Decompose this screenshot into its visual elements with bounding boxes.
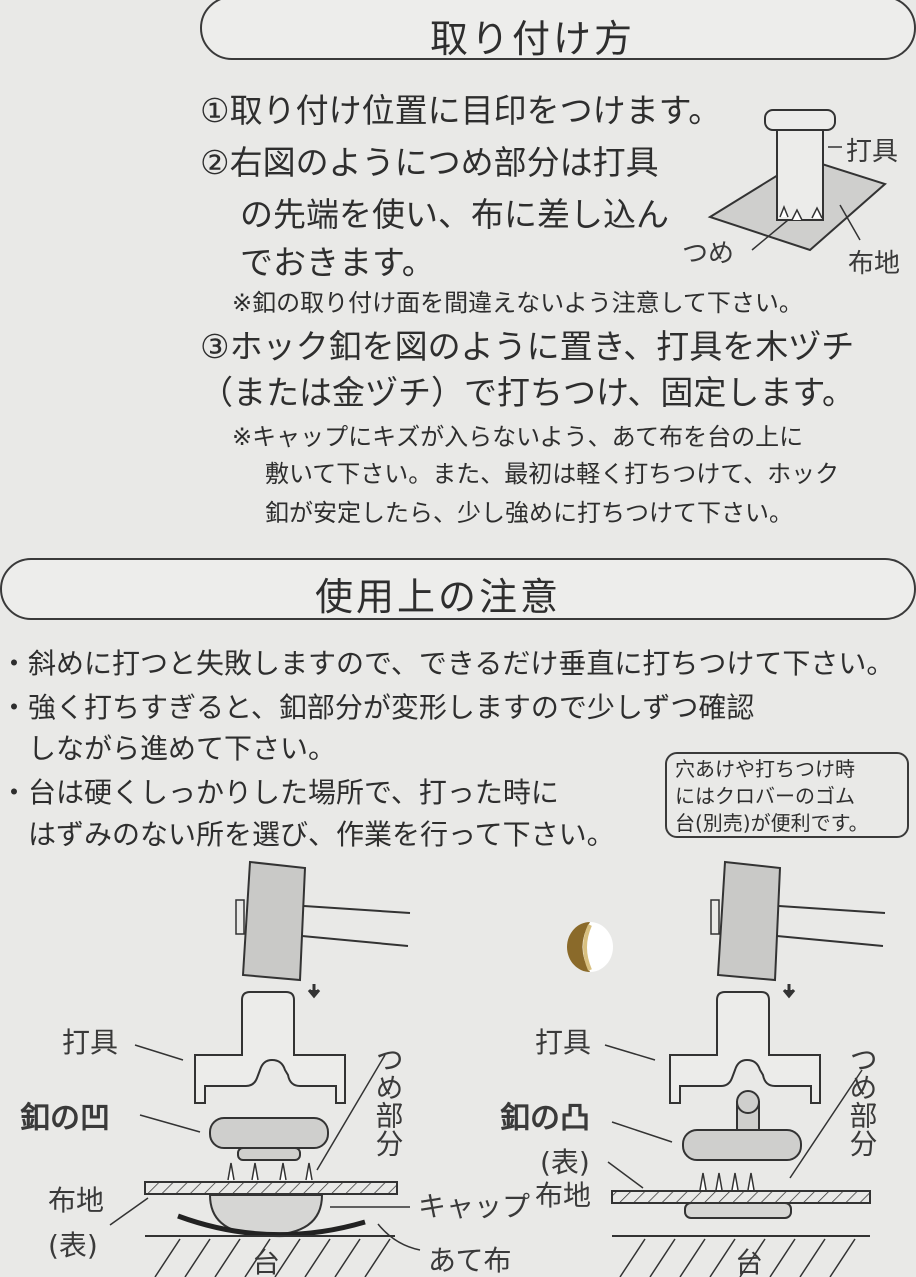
note-2-line2: 敷いて下さい。また、最初は軽く打ちつけて、ホック xyxy=(265,460,840,488)
label-fabric: 布地 xyxy=(48,1184,104,1217)
label-face: (表) xyxy=(540,1146,590,1179)
arrow-down-icon xyxy=(782,984,796,999)
section-header-caution xyxy=(0,558,916,620)
tool-figure: 打具 つめ 布地 xyxy=(682,109,900,279)
tip-line: にはクロバーのゴム xyxy=(675,784,855,808)
section-title-attach: 取り付け方 xyxy=(430,17,636,61)
arrow-down-icon xyxy=(307,984,321,999)
label-fabric: 布地 xyxy=(535,1179,591,1212)
step-3-cont: （または金ヅチ）で打ちつけ、固定します。 xyxy=(200,373,856,412)
section-title-caution: 使用上の注意 xyxy=(315,575,562,619)
label-button-male: 釦の凸 xyxy=(500,1101,590,1136)
diagram-right: 打具 釦の凸 つめ部分 (表) 布地 台 xyxy=(500,860,886,1277)
note-2-line1: ※キャップにキズが入らないよう、あて布を台の上に xyxy=(232,423,804,451)
caution-2: ・強く打ちすぎると、釦部分が変形しますので少しずつ確認 xyxy=(0,691,755,724)
step-2-cont2: でおきます。 xyxy=(240,243,435,282)
step-2: ②右図のようにつめ部分は打具 xyxy=(200,143,659,182)
caution-3: ・台は硬くしっかりした場所で、打った時に xyxy=(0,776,559,809)
label-button-female: 釦の凹 xyxy=(20,1101,110,1136)
label-base: 台 xyxy=(735,1246,763,1277)
label-base: 台 xyxy=(252,1246,280,1277)
caution-3-cont: はずみのない所を選び、作業を行って下さい。 xyxy=(0,818,615,851)
tip-box: 穴あけや打ちつけ時 にはクロバーのゴム 台(別売)が便利です。 xyxy=(665,752,909,838)
hammer-icon xyxy=(235,860,411,982)
label-claw: つめ部分 xyxy=(372,1045,405,1157)
tip-line: 台(別売)が便利です。 xyxy=(675,811,869,835)
caution-2-cont: しながら進めて下さい。 xyxy=(0,732,337,765)
label-tool: 打具 xyxy=(846,137,898,167)
diagrams: 打具 釦の凹 つめ部分 布地 (表) キャップ あて布 台 xyxy=(20,860,886,1277)
label-tool: 打具 xyxy=(535,1026,591,1059)
tip-line: 穴あけや打ちつけ時 xyxy=(675,757,855,781)
step-2-cont: の先端を使い、布に差し込ん xyxy=(240,195,669,234)
note-1: ※釦の取り付け面を間違えないよう注意して下さい。 xyxy=(232,289,803,317)
caution-1: ・斜めに打つと失敗しますので、できるだけ垂直に打ちつけて下さい。 xyxy=(0,647,895,680)
step-1: ①取り付け位置に目印をつけます。 xyxy=(200,91,722,130)
label-fabric: 布地 xyxy=(848,249,900,279)
note-2-line3: 釦が安定したら、少し強めに打ちつけて下さい。 xyxy=(265,499,793,527)
label-pad: あて布 xyxy=(428,1244,511,1277)
step-3: ③ホック釦を図のように置き、打具を木ヅチ xyxy=(200,327,855,366)
label-claw: つめ xyxy=(682,239,734,269)
label-claw: つめ部分 xyxy=(846,1045,879,1157)
hammer-icon xyxy=(710,860,886,982)
label-cap: キャップ xyxy=(418,1190,530,1223)
label-tool: 打具 xyxy=(62,1026,118,1059)
section-header-attach xyxy=(200,0,916,60)
rivet-image xyxy=(567,922,613,972)
diagram-left: 打具 釦の凹 つめ部分 布地 (表) キャップ あて布 台 xyxy=(20,860,530,1277)
label-face: (表) xyxy=(48,1229,98,1262)
